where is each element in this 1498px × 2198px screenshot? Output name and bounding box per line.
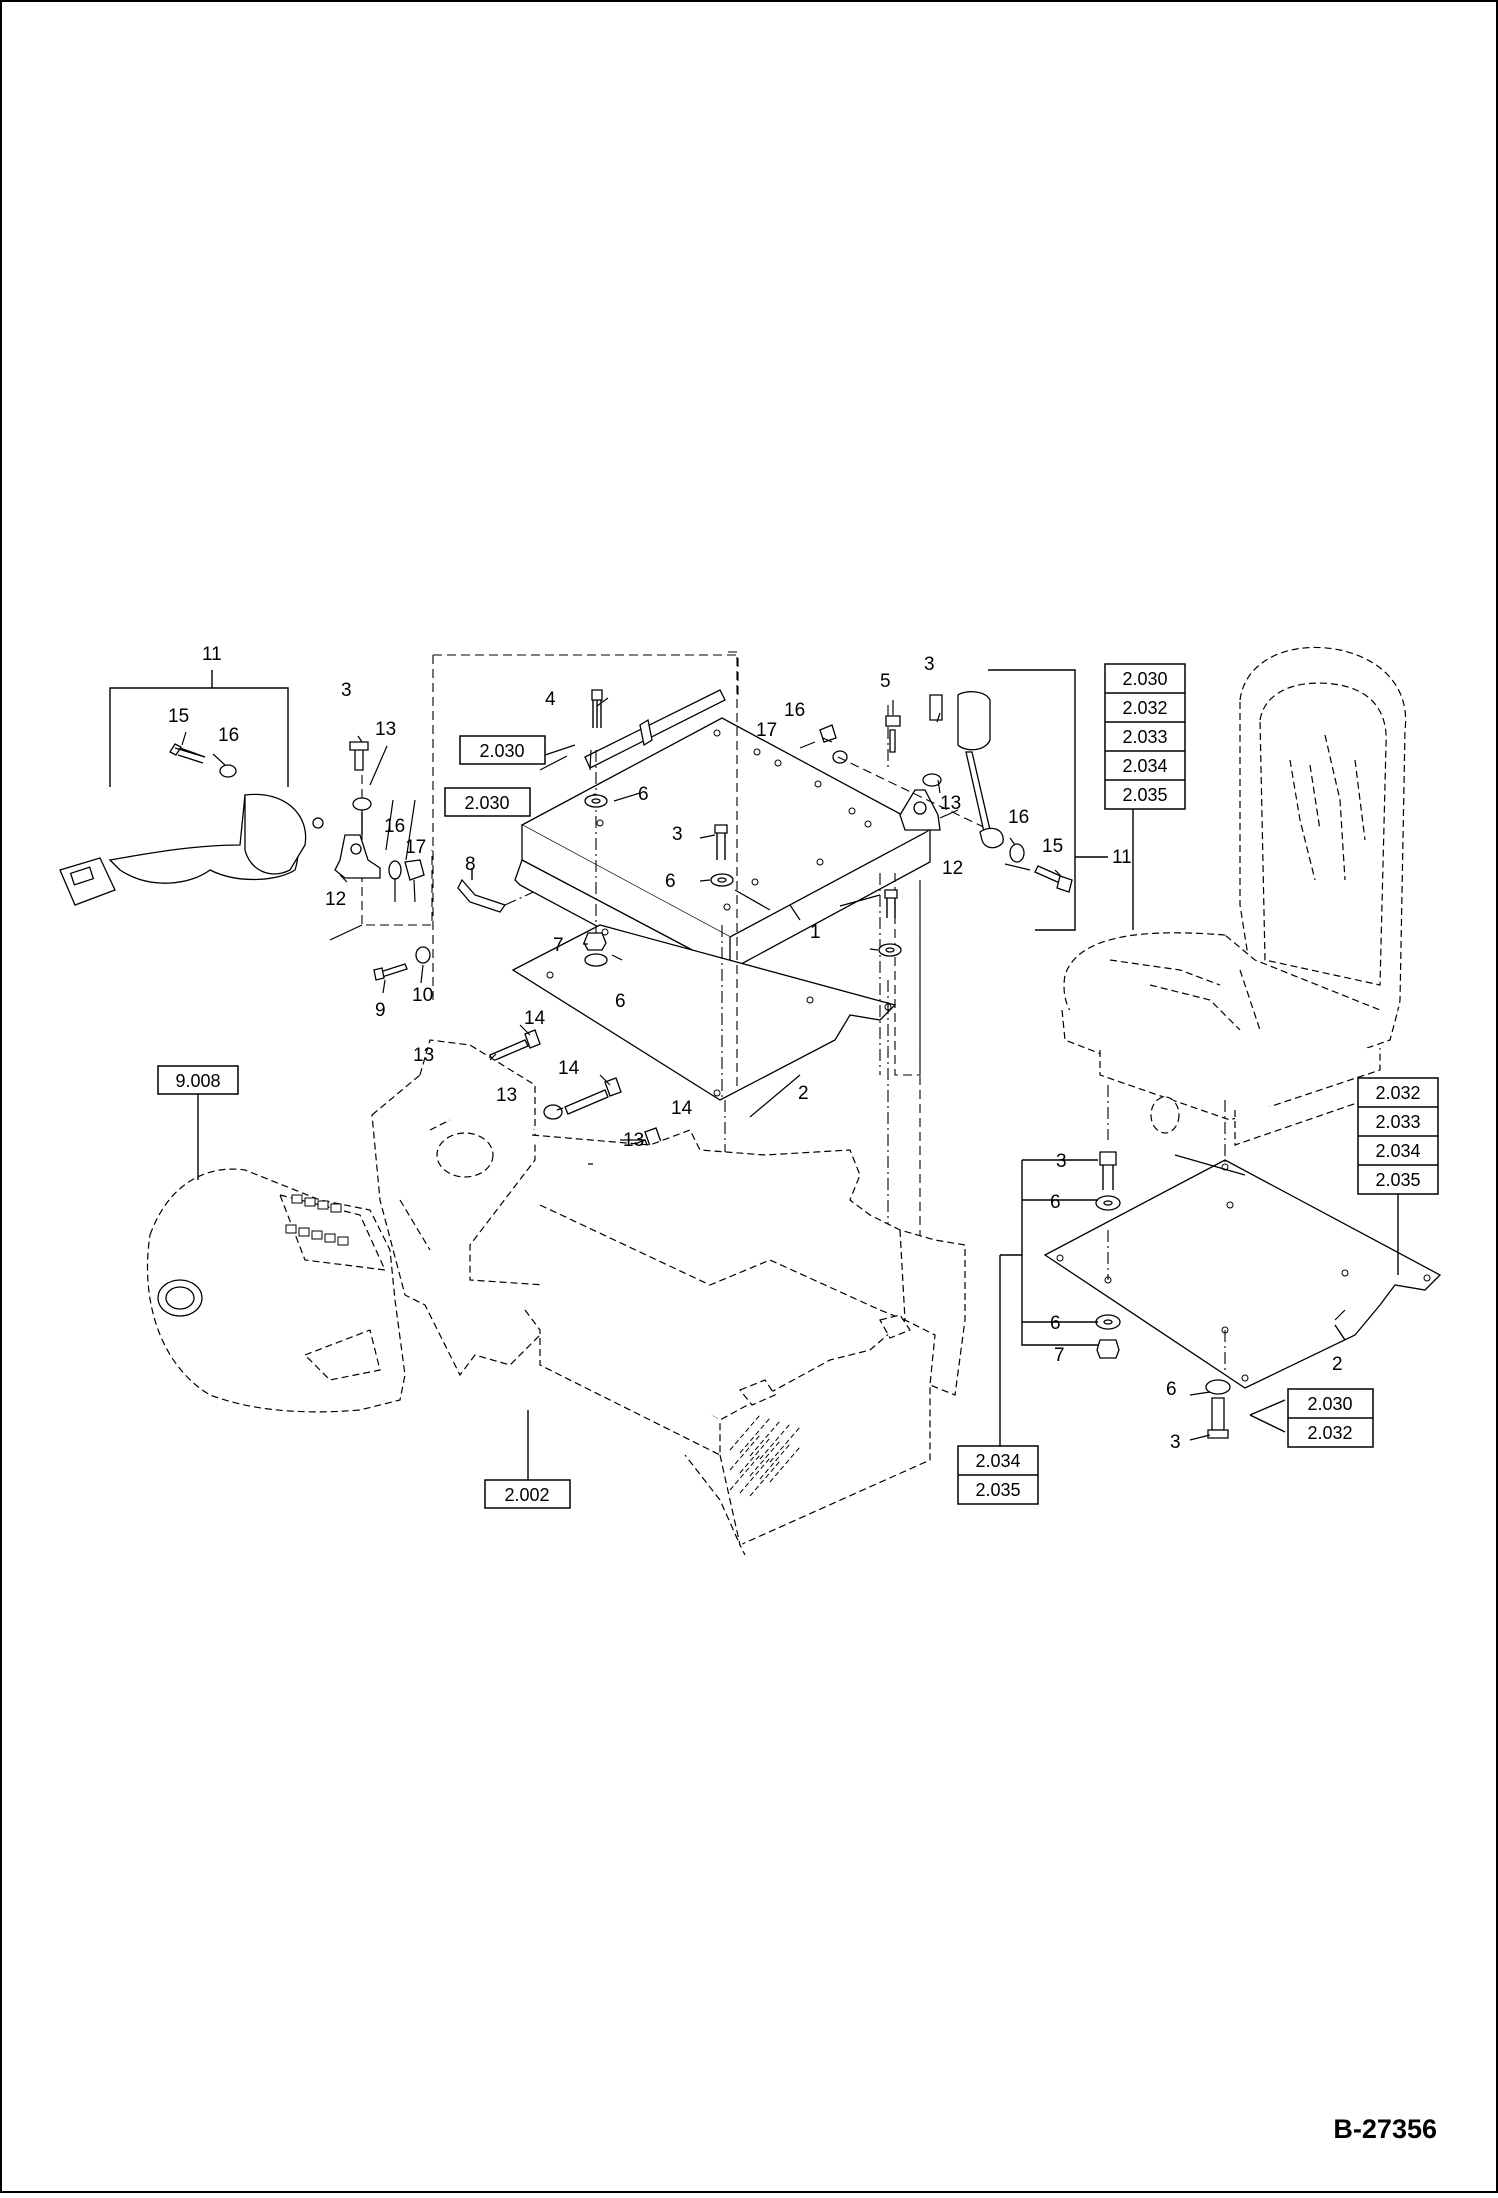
front-cowl [146,1080,406,1413]
label-3-a: 3 [341,680,352,701]
ref-plate-1: 2.033 [1375,1112,1420,1132]
label-16-left: 16 [218,725,239,746]
label-6-c: 6 [615,991,626,1012]
seat-base-plate [1043,1085,1442,1395]
label-2-a: 2 [798,1083,809,1104]
ref-2-030-a: 2.030 [479,741,524,761]
bolt-washer-9-10 [373,946,431,981]
label-17-a: 17 [405,837,426,858]
label-6-b: 6 [665,871,676,892]
ref-plate-3: 2.035 [1375,1170,1420,1190]
label-13-b: 13 [413,1045,434,1066]
ref-2-030-b: 2.030 [464,793,509,813]
label-6-e: 6 [1050,1313,1061,1334]
seat-belt-buckle [957,669,1108,931]
label-6-d: 6 [1050,1192,1061,1213]
ref-seat-2: 2.033 [1122,727,1167,747]
label-1: 1 [810,922,821,943]
ref-2-002: 2.002 [504,1485,549,1505]
seat-fasteners [999,1151,1286,1465]
label-13-d: 13 [623,1130,644,1151]
label-2-b: 2 [1332,1354,1343,1375]
label-16-d: 16 [1008,807,1029,828]
ref-seat-4: 2.035 [1122,785,1167,805]
label-16-c: 16 [784,700,805,721]
label-5: 5 [880,671,891,692]
label-12-b: 12 [942,858,963,879]
reference-boxes: 9.008 2.030 2.030 2.002 2.030 2.032 2.03… [157,663,1439,1509]
part-number-labels: 11 15 16 3 13 16 17 12 8 9 10 4 6 3 6 1 … [168,644,1343,1453]
label-13-c: 13 [496,1085,517,1106]
label-17-b: 17 [756,720,777,741]
label-13-e: 13 [940,793,961,814]
label-7-a: 7 [553,935,564,956]
seat-belt-group [59,670,324,906]
label-11-left: 11 [202,644,222,665]
label-8: 8 [465,854,476,875]
label-6-a: 6 [638,784,649,805]
ref-seat-3: 2.034 [1122,756,1167,776]
document-id: B-27356 [1333,2114,1437,2144]
ref-bolt-0: 2.030 [1307,1394,1352,1414]
ref-plate-0: 2.032 [1375,1083,1420,1103]
label-3-c: 3 [924,654,935,675]
ref-seat-0: 2.030 [1122,669,1167,689]
label-15-b: 15 [1042,836,1063,857]
ref-9-008: 9.008 [175,1071,220,1091]
label-15-left: 15 [168,706,189,727]
label-14-c: 14 [671,1098,693,1119]
ref-seat-1: 2.032 [1122,698,1167,718]
label-3-d: 3 [1056,1151,1067,1172]
label-13-a: 13 [375,719,396,740]
label-3-b: 3 [672,824,683,845]
label-9: 9 [375,1000,386,1021]
leader-lines [181,697,1346,1441]
ref-base-0: 2.034 [975,1451,1020,1471]
label-14-a: 14 [524,1008,546,1029]
label-16-b: 16 [384,816,405,837]
label-7-b: 7 [1054,1345,1065,1366]
ref-base-1: 2.035 [975,1480,1020,1500]
label-4: 4 [545,689,556,710]
ref-bolt-1: 2.032 [1307,1423,1352,1443]
label-3-f: 3 [1170,1432,1181,1453]
label-14-b: 14 [558,1058,580,1079]
label-10: 10 [412,985,433,1006]
seat-console [432,651,1001,1430]
ref-plate-2: 2.034 [1375,1141,1420,1161]
label-12-a: 12 [325,889,346,910]
operator-seat [1061,646,1407,1146]
label-11-right: 11 [1112,847,1132,868]
console-frame [371,1039,966,1556]
label-6-f: 6 [1166,1379,1177,1400]
